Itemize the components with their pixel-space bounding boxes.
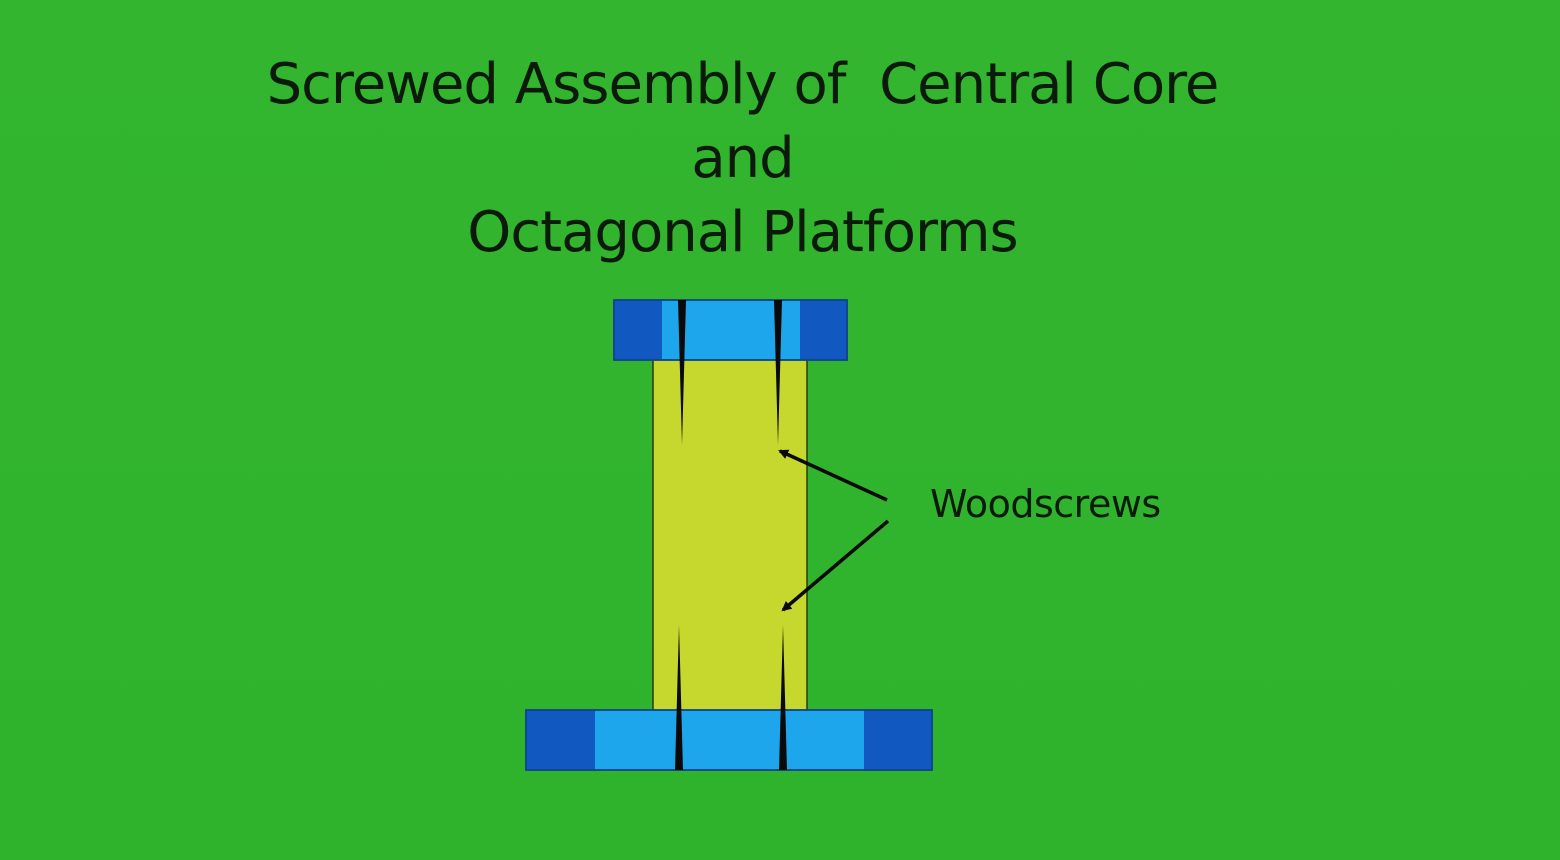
callout-arrow-lower: [781, 519, 890, 612]
bottom-platform-right-end: [864, 710, 932, 770]
top-platform-right-end: [800, 300, 847, 360]
callout-arrow-upper: [778, 449, 888, 502]
top-right-screw: [774, 300, 782, 445]
bottom-left-screw: [675, 625, 683, 770]
title-line-1: Screwed Assembly of Central Core: [266, 52, 1220, 117]
top-platform-left-end: [614, 300, 662, 360]
top-platform: [613, 299, 848, 361]
bottom-platform: [525, 709, 933, 771]
bottom-right-screw: [779, 625, 787, 770]
bottom-platform-left-end: [526, 710, 595, 770]
title-line-2: and: [691, 126, 794, 191]
woodscrews-label: Woodscrews: [930, 482, 1161, 526]
slide-title: Screwed Assembly of Central Core and Oct…: [0, 48, 1485, 270]
top-left-screw: [678, 300, 686, 445]
title-line-3: Octagonal Platforms: [467, 200, 1018, 265]
